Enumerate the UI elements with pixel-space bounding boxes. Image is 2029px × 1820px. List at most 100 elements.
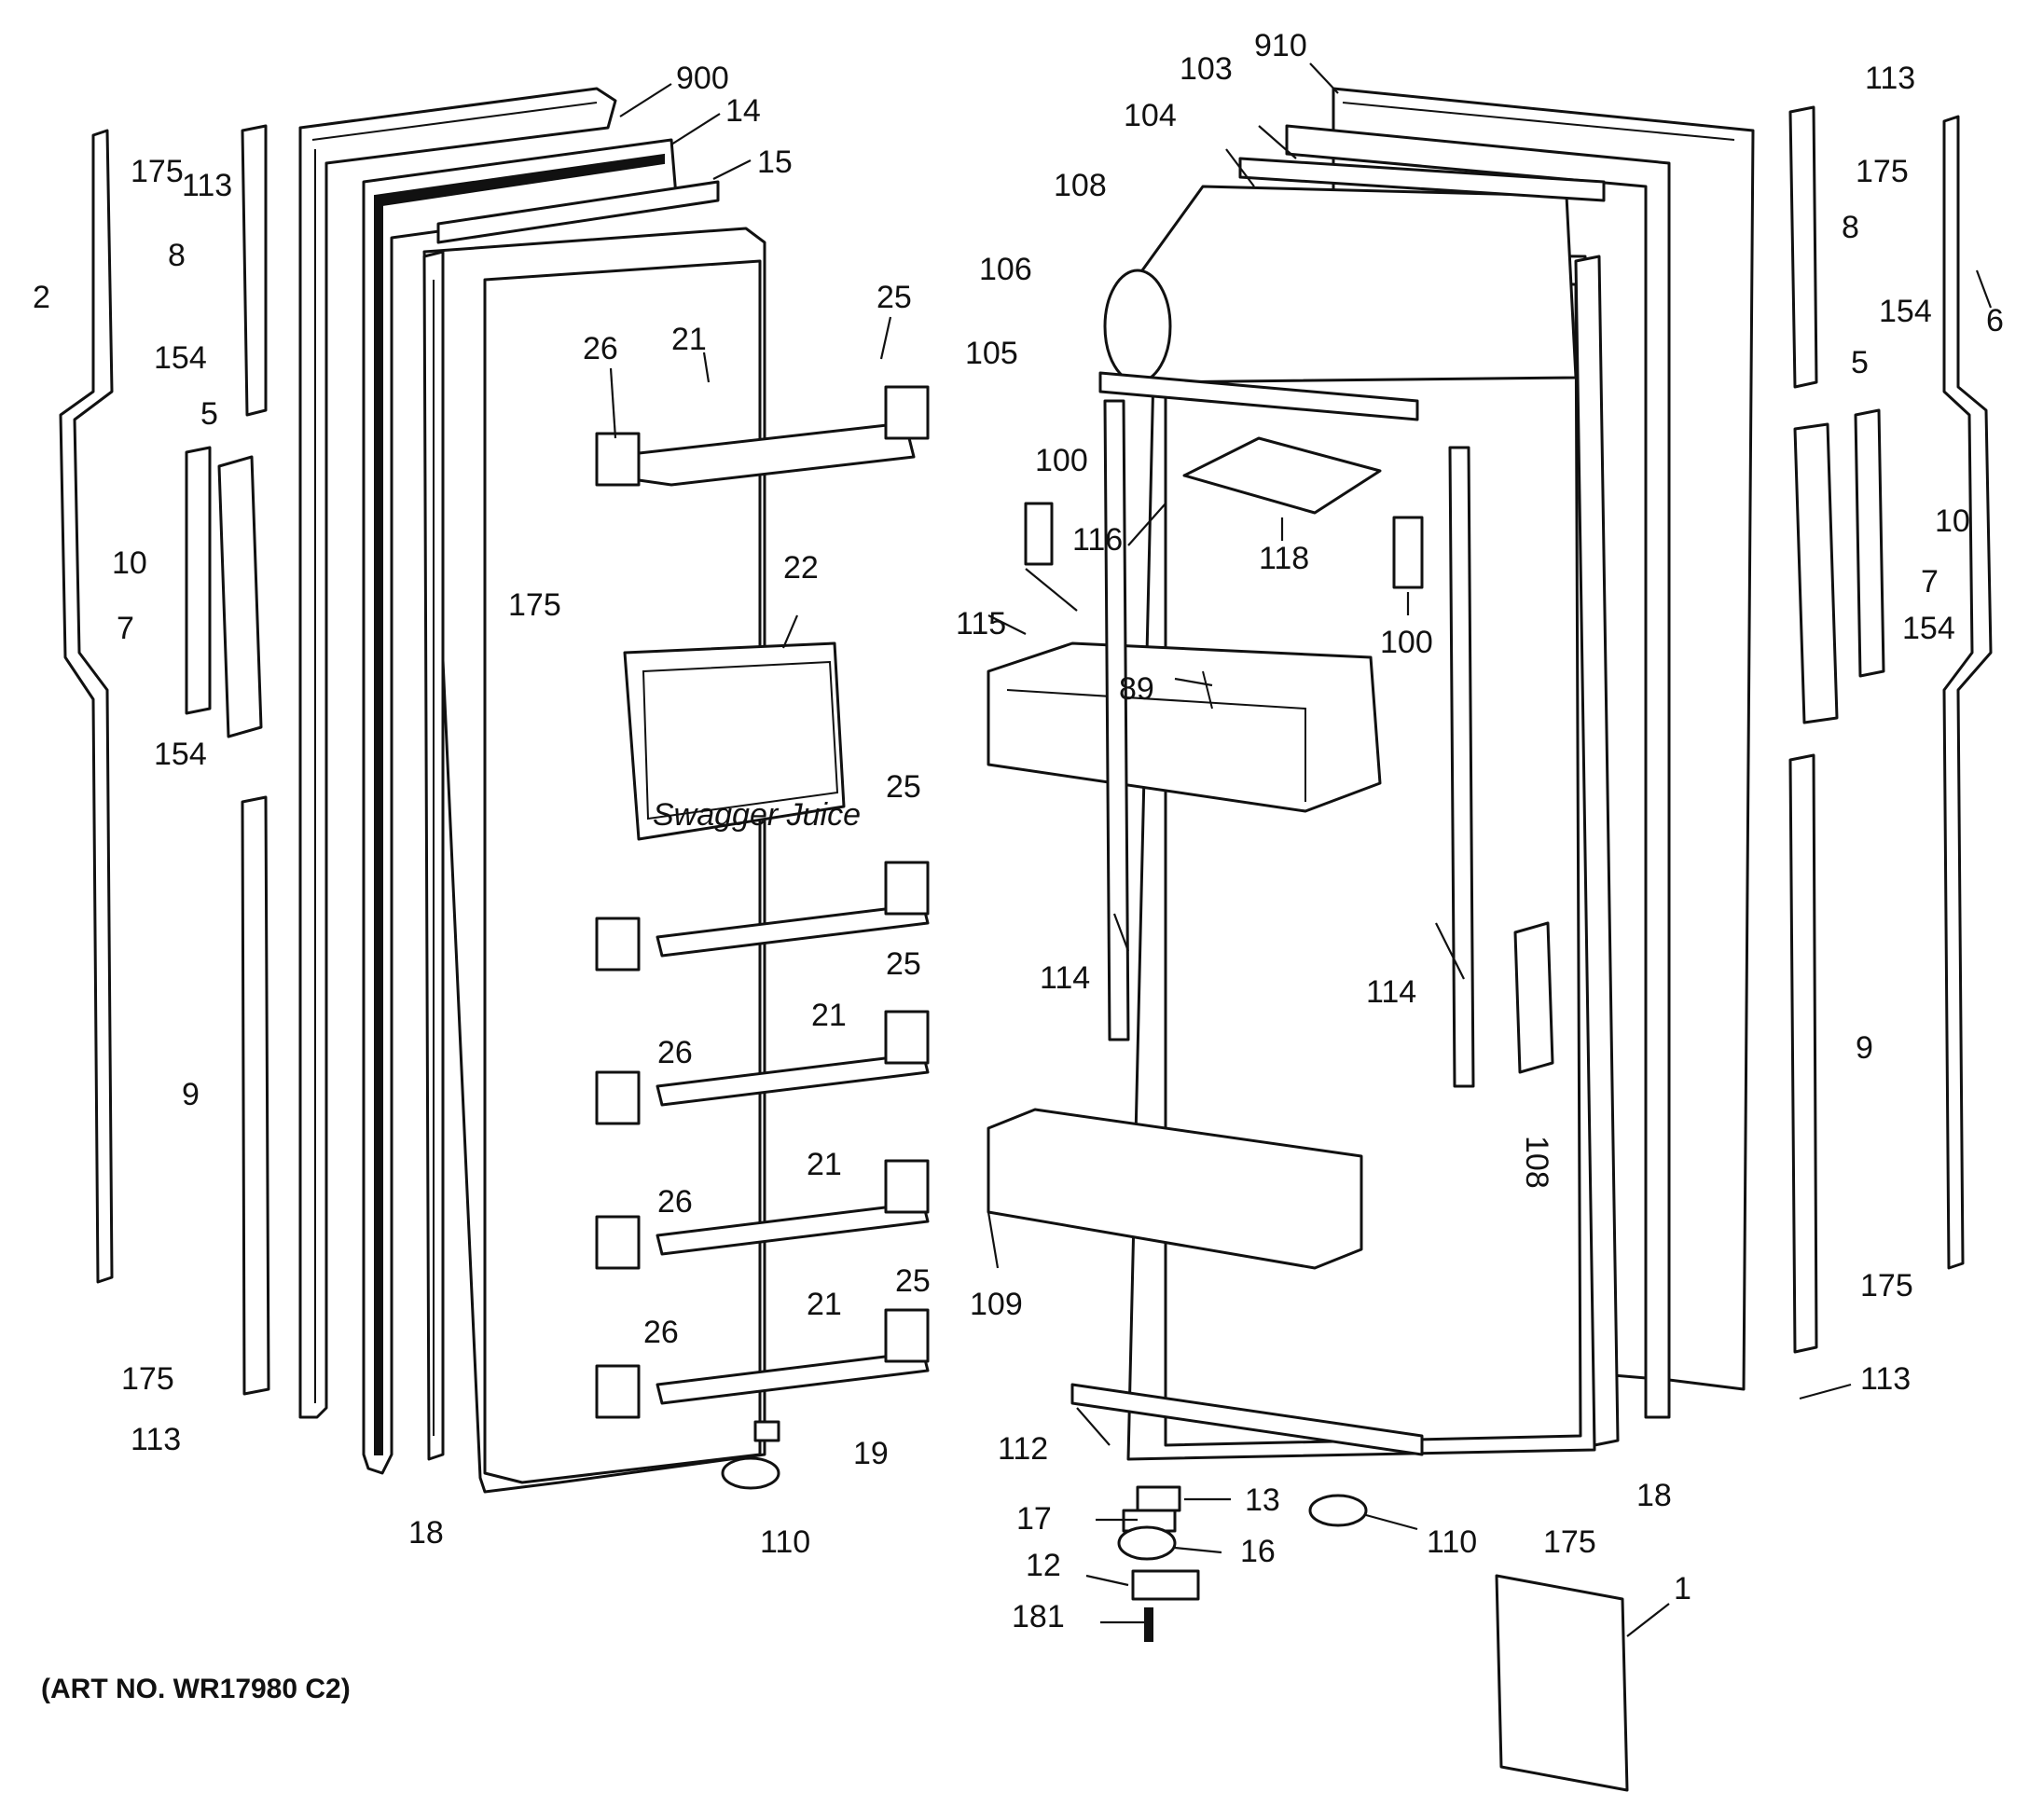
callout-114-b: 114 — [1366, 974, 1416, 1010]
callout-900: 900 — [676, 61, 729, 96]
callout-175-d: 175 — [1543, 1524, 1596, 1560]
callout-181: 181 — [1012, 1599, 1065, 1634]
ice-bucket-115 — [987, 641, 1382, 813]
callout-25-b: 25 — [886, 769, 921, 805]
right-handle-5 — [1793, 422, 1839, 724]
air-tray-104 — [1238, 157, 1606, 202]
callout-7-a: 7 — [117, 611, 134, 646]
callout-118: 118 — [1259, 541, 1309, 576]
callout-910: 910 — [1254, 28, 1307, 63]
callout-18-b: 18 — [1636, 1478, 1672, 1513]
right-handle-7 — [1854, 408, 1885, 678]
callout-9-b: 9 — [1856, 1030, 1873, 1066]
dispenser-label: Swagger Juice — [653, 797, 861, 833]
callout-115: 115 — [956, 606, 1006, 641]
callout-175-a: 175 — [131, 154, 184, 189]
bottom-rail-112 — [1070, 1383, 1424, 1456]
callout-175-f: 175 — [1860, 1268, 1913, 1303]
handle-7 — [185, 446, 212, 715]
handle-5 — [217, 455, 263, 738]
callout-18-a: 18 — [408, 1515, 444, 1551]
art-number: (ART NO. WR17980 C2) — [41, 1674, 351, 1704]
shelf-end-caps — [595, 385, 930, 1419]
callout-106: 106 — [979, 252, 1032, 287]
callout-154-d: 154 — [1902, 611, 1955, 646]
front-rail-105 — [1098, 371, 1419, 421]
door-trim-strip — [422, 250, 445, 1461]
callout-113-b: 113 — [131, 1422, 181, 1457]
callout-112: 112 — [998, 1431, 1048, 1467]
right-handle-trim-6 — [1942, 115, 1993, 1270]
support-rails-114 — [1103, 399, 1475, 1088]
door-outer-panel — [298, 87, 617, 1419]
callout-100-b: 100 — [1380, 625, 1433, 660]
owner-manual-1 — [1495, 1574, 1629, 1792]
callout-19: 19 — [853, 1436, 889, 1471]
door-shelf-bins — [604, 422, 930, 1405]
callout-113-c: 113 — [1865, 61, 1915, 96]
callout-1: 1 — [1674, 1571, 1691, 1606]
case-liner — [1126, 250, 1596, 1461]
right-handle-trim-8 — [1788, 105, 1818, 389]
juice-dispenser-22: Swagger Juice — [623, 641, 861, 841]
callout-26-b: 26 — [657, 1035, 693, 1070]
callout-105: 105 — [965, 336, 1018, 371]
callout-10-a: 10 — [112, 545, 147, 581]
callout-9-a: 9 — [182, 1077, 200, 1112]
callout-2: 2 — [33, 280, 50, 315]
callout-26-c: 26 — [657, 1184, 693, 1220]
callout-108-a: 108 — [1054, 168, 1107, 203]
callout-5-a: 5 — [200, 396, 218, 432]
callout-22: 22 — [783, 550, 819, 586]
top-duct-106 — [1103, 185, 1578, 384]
leader-lines — [609, 62, 1993, 1637]
callout-154-a: 154 — [154, 340, 207, 376]
callout-114-a: 114 — [1040, 960, 1090, 996]
callout-15: 15 — [757, 145, 793, 180]
callout-26-a: 26 — [583, 331, 618, 366]
handle-trim-9 — [241, 795, 270, 1396]
callout-175-e: 175 — [1856, 154, 1909, 189]
callout-7-b: 7 — [1921, 564, 1939, 600]
callout-100-a: 100 — [1035, 443, 1088, 478]
callout-21-c: 21 — [807, 1147, 842, 1182]
case-gasket-103 — [1285, 124, 1671, 1419]
callout-labels: 900 14 15 175 113 8 2 154 5 10 7 154 26 … — [33, 28, 2004, 1634]
door-gasket — [362, 138, 678, 1475]
ice-tray-118 — [1182, 436, 1382, 515]
callout-109: 109 — [970, 1287, 1023, 1322]
callout-6: 6 — [1986, 303, 2004, 338]
callout-104: 104 — [1124, 98, 1177, 133]
callout-16: 16 — [1240, 1534, 1276, 1569]
shelf-bracket-108 — [1513, 921, 1554, 1074]
callout-21-b: 21 — [811, 998, 847, 1033]
callout-25-c: 25 — [886, 946, 921, 982]
right-handle-trim-9 — [1788, 753, 1818, 1354]
callout-8-b: 8 — [1842, 210, 1859, 245]
door-inner-liner — [422, 227, 766, 1494]
callout-26-d: 26 — [643, 1315, 679, 1350]
callout-108-b: 108 — [1519, 1136, 1554, 1189]
hinge-parts — [721, 1420, 1368, 1642]
callout-14: 14 — [725, 93, 761, 129]
top-trim-15 — [436, 180, 720, 244]
callout-10-b: 10 — [1935, 503, 1970, 539]
callout-116: 116 — [1072, 522, 1123, 558]
callout-154-b: 154 — [154, 737, 207, 772]
handle-trim-2 — [59, 129, 114, 1284]
callout-5-b: 5 — [1851, 345, 1869, 380]
callout-8-a: 8 — [168, 238, 186, 273]
callout-110-b: 110 — [1427, 1524, 1477, 1560]
callout-103: 103 — [1180, 51, 1233, 87]
callout-21-d: 21 — [807, 1287, 842, 1322]
callout-154-c: 154 — [1879, 294, 1932, 329]
handle-trim-8 — [241, 124, 268, 417]
callout-17: 17 — [1016, 1501, 1052, 1537]
callout-25-a: 25 — [876, 280, 912, 315]
callout-113-a: 113 — [182, 168, 232, 203]
callout-89: 89 — [1119, 671, 1154, 707]
right-trim-18 — [1574, 255, 1620, 1447]
small-brackets-100 — [1024, 502, 1424, 589]
callout-13: 13 — [1245, 1482, 1280, 1518]
